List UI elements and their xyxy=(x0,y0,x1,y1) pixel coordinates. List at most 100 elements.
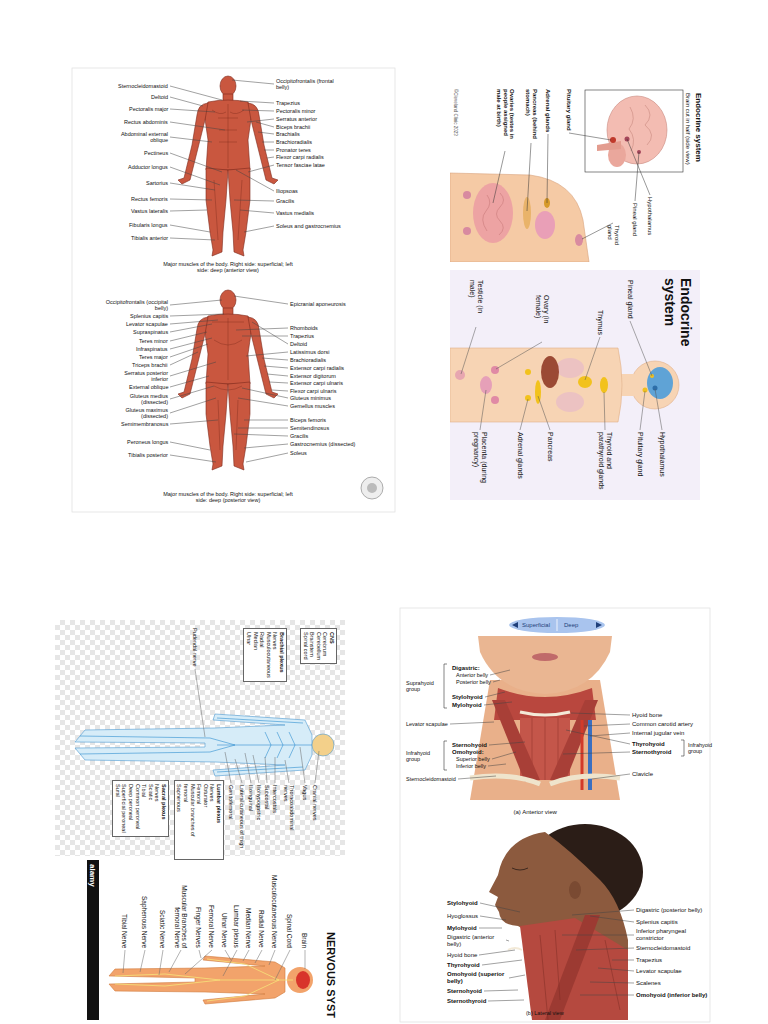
part-label: Inferior pharyngeal constrictor xyxy=(636,928,708,942)
leader-line xyxy=(509,975,525,978)
part-label: Iliohypogastric xyxy=(256,785,262,820)
part-label: Sciatic Nerve xyxy=(159,910,166,948)
leader-line xyxy=(232,80,274,84)
leader-line xyxy=(170,338,212,349)
leader-line xyxy=(170,398,216,413)
part-label: Thyroid gland xyxy=(606,225,620,257)
box-heading: Brachial plexus xyxy=(278,632,285,678)
part-label: Thymus xyxy=(596,310,604,335)
leader-line xyxy=(244,420,288,421)
part-label: Flexor carpi radialis xyxy=(276,154,324,160)
part-label: Thyrohyoid xyxy=(447,962,480,969)
part-label: Deep xyxy=(564,622,578,629)
part-label: Trapezius xyxy=(636,957,662,964)
box-item: Sural xyxy=(114,784,121,833)
leader-line xyxy=(590,982,634,983)
leader-line xyxy=(255,950,262,963)
leader-line xyxy=(170,324,212,332)
leader-line xyxy=(627,139,650,195)
box-item: Brainstem xyxy=(309,632,316,660)
part-label: Mylohyoid xyxy=(447,925,477,932)
leader-line xyxy=(242,110,274,111)
part-label: Levator scapulae xyxy=(406,721,448,727)
part-label: Sternohyoid xyxy=(447,988,482,995)
leader-line xyxy=(225,752,231,783)
leader-line xyxy=(170,153,222,172)
leader-line xyxy=(170,109,215,112)
leader-line xyxy=(305,950,306,969)
leader-line xyxy=(612,960,634,961)
box-item: Obturator xyxy=(202,784,209,856)
box-item: Musculocutaneous xyxy=(265,632,272,678)
part-label: Genitofemoral xyxy=(228,785,234,820)
leader-line xyxy=(245,753,251,783)
part-label: Hyoid bone xyxy=(447,952,477,959)
part-label: Sternocleidomastoid xyxy=(636,945,690,952)
part-label: Triceps brachii xyxy=(132,362,168,368)
leader-line xyxy=(492,752,516,759)
leader-line xyxy=(275,950,290,980)
box-item: Saphenous xyxy=(176,784,183,856)
part-label: Semitendinosus xyxy=(290,425,329,431)
leader-line xyxy=(604,392,605,430)
part-label: Splenius capitis xyxy=(130,313,168,319)
part-label: Soleus and gastrocnemius xyxy=(276,223,341,229)
leader-line xyxy=(248,165,274,172)
part-label: NERVOUS SYST xyxy=(325,932,338,1018)
part-label: Superficial xyxy=(522,622,550,629)
part-label: Ulnar Nerve xyxy=(221,913,228,948)
leader-line xyxy=(584,724,630,726)
leader-line xyxy=(479,928,502,929)
part-label: Common carotid artery xyxy=(632,721,693,728)
leader-line xyxy=(585,337,600,380)
part-label: External oblique xyxy=(129,384,168,390)
part-label: Iliopsoas xyxy=(276,188,298,194)
part-label: Gracilis xyxy=(290,433,308,439)
part-label: Gluteus medius (dissected) xyxy=(108,393,168,406)
part-label: Radial Nerve xyxy=(258,910,265,948)
leader-line xyxy=(496,342,542,369)
part-label: Pectoralis minor xyxy=(276,108,315,114)
box-heading: Lumbar plexus xyxy=(215,784,222,856)
part-label: Major muscles of the body. Right side: s… xyxy=(163,261,293,274)
leader-line xyxy=(170,320,218,324)
leader-line xyxy=(140,950,145,972)
part-label: Internal jugular vein xyxy=(632,730,684,737)
leader-line xyxy=(640,391,645,430)
leader-line xyxy=(520,399,528,430)
leader-line xyxy=(170,455,216,462)
leader-line xyxy=(170,210,207,211)
leader-line xyxy=(493,151,505,203)
box-item: Spinal cord xyxy=(302,632,309,660)
leader-line xyxy=(170,352,198,365)
part-label: Trapezius xyxy=(290,333,314,339)
part-label: Endocrine system xyxy=(694,93,703,162)
part-label: Pronator teres xyxy=(276,147,311,153)
leader-line xyxy=(199,950,201,958)
part-label: Spinal Cord xyxy=(286,914,293,948)
leader-line xyxy=(238,398,288,406)
box-item: Femoral xyxy=(196,784,203,856)
box-heading: Sacral plexus xyxy=(160,784,167,833)
leader-line xyxy=(547,134,548,203)
leader-line xyxy=(598,968,634,971)
endocrine-illustration xyxy=(450,85,705,262)
part-label: Pectineus xyxy=(144,150,168,156)
plexus-box: Sacral plexusNervesSciaticTibialCommon p… xyxy=(112,780,169,837)
box-item: Deep peroneal xyxy=(127,784,134,833)
leader-line xyxy=(480,916,506,920)
leader-line xyxy=(240,101,274,103)
leader-line xyxy=(580,995,634,996)
part-label: Biceps femoris xyxy=(290,417,326,423)
leader-line xyxy=(485,692,505,697)
leader-line xyxy=(592,774,630,779)
part-label: Flexor carpi ulnaris xyxy=(290,388,336,394)
leader-line xyxy=(253,755,259,783)
part-label: Hypothalamus xyxy=(647,197,654,235)
leader-line xyxy=(484,990,518,991)
endocrine-group-one: Endocrine systemBrain cut in half (side … xyxy=(450,85,705,262)
part-label: Gemellus muscles xyxy=(290,403,335,409)
part-label: Infrahyoid group xyxy=(406,750,440,763)
part-label: Mylohyoid xyxy=(452,702,482,709)
leader-line xyxy=(242,388,288,398)
